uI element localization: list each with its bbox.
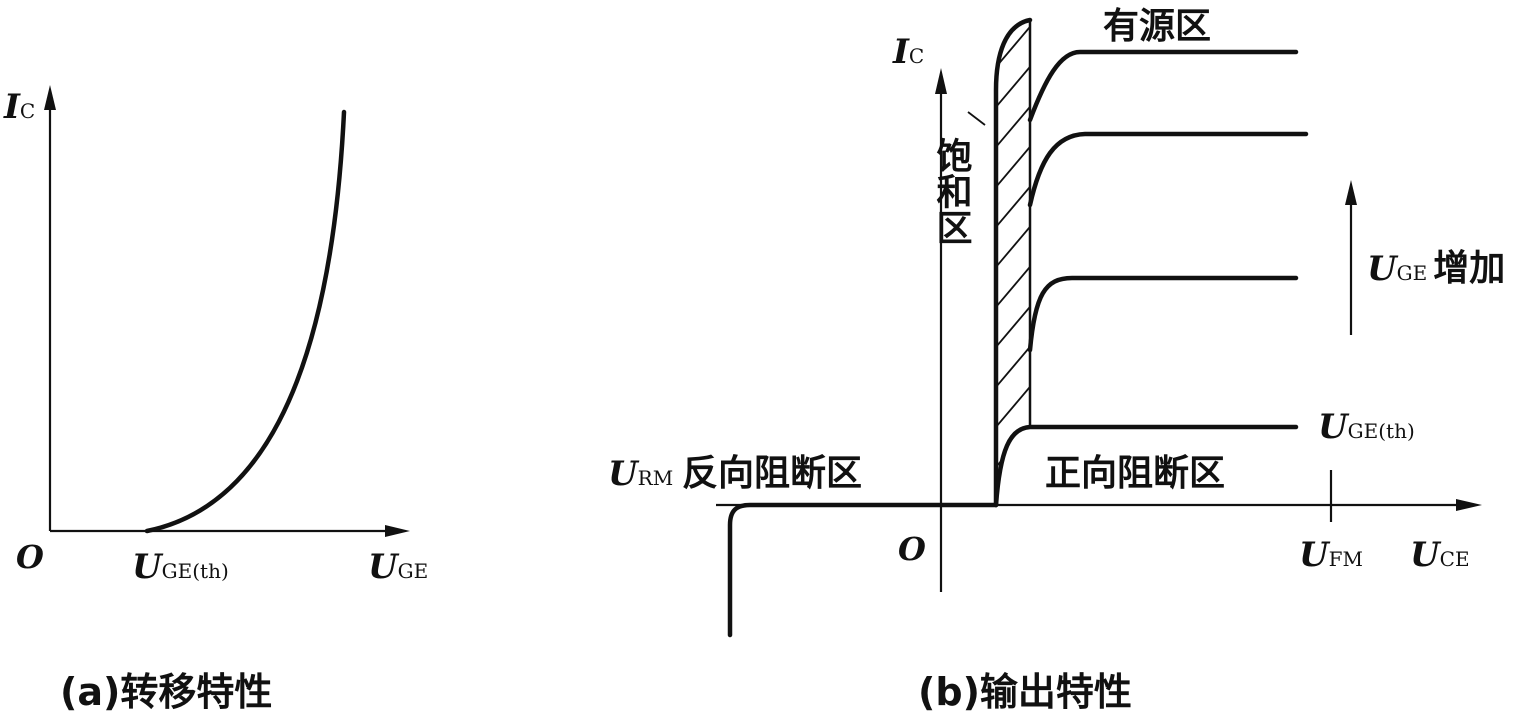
panel-b-caption: (b)输出特性: [918, 670, 1132, 714]
panel-a-transfer-characteristic: IC O UGE(th) UGE (a)转移特性: [3, 85, 428, 714]
output-curve-threshold: [993, 424, 1299, 508]
reverse-blocking-region-label: 反向阻断区: [682, 453, 862, 494]
panel-b-y-label: IC: [892, 32, 924, 72]
output-curve-1: [1027, 49, 1299, 123]
forward-blocking-region-label: 正向阻断区: [1045, 453, 1225, 494]
panel-a-x-arrow: [385, 525, 410, 537]
saturation-leader-line: [967, 111, 986, 126]
reverse-blocking-curve: [727, 502, 999, 638]
output-curve-3: [1027, 275, 1299, 353]
panel-a-y-label: IC: [3, 87, 35, 127]
panel-b-y-arrow: [935, 68, 947, 94]
panel-b-x-label: UCE: [1410, 535, 1470, 575]
saturation-region-hatch: [996, 20, 1030, 505]
panel-b-origin-label: O: [898, 530, 926, 568]
uge-increase-arrowhead: [1345, 180, 1357, 205]
saturation-region-label: 饱和区: [931, 137, 973, 245]
panel-a-caption: (a)转移特性: [60, 670, 272, 714]
panel-b-ufm-label: UFM: [1299, 535, 1363, 575]
output-curve-2: [1027, 131, 1309, 208]
panel-a-y-arrow: [44, 85, 56, 110]
panel-a-threshold-label: UGE(th): [132, 547, 229, 587]
panel-b-urm-label: URM: [608, 454, 673, 494]
active-region-label: 有源区: [1103, 6, 1211, 47]
panel-a-origin-label: O: [16, 538, 44, 576]
panel-a-x-label: UGE: [368, 547, 428, 587]
panel-b-x-arrow: [1456, 499, 1482, 511]
saturation-region-left-boundary: [993, 17, 1033, 508]
uge-threshold-curve-label: UGE(th): [1318, 407, 1415, 447]
panel-a-transfer-curve: [144, 109, 347, 534]
panel-b-output-characteristic: IC O UCE UFM URM 反向阻断区 正向阻断区 有源区 饱和区 UGE…: [608, 6, 1505, 714]
